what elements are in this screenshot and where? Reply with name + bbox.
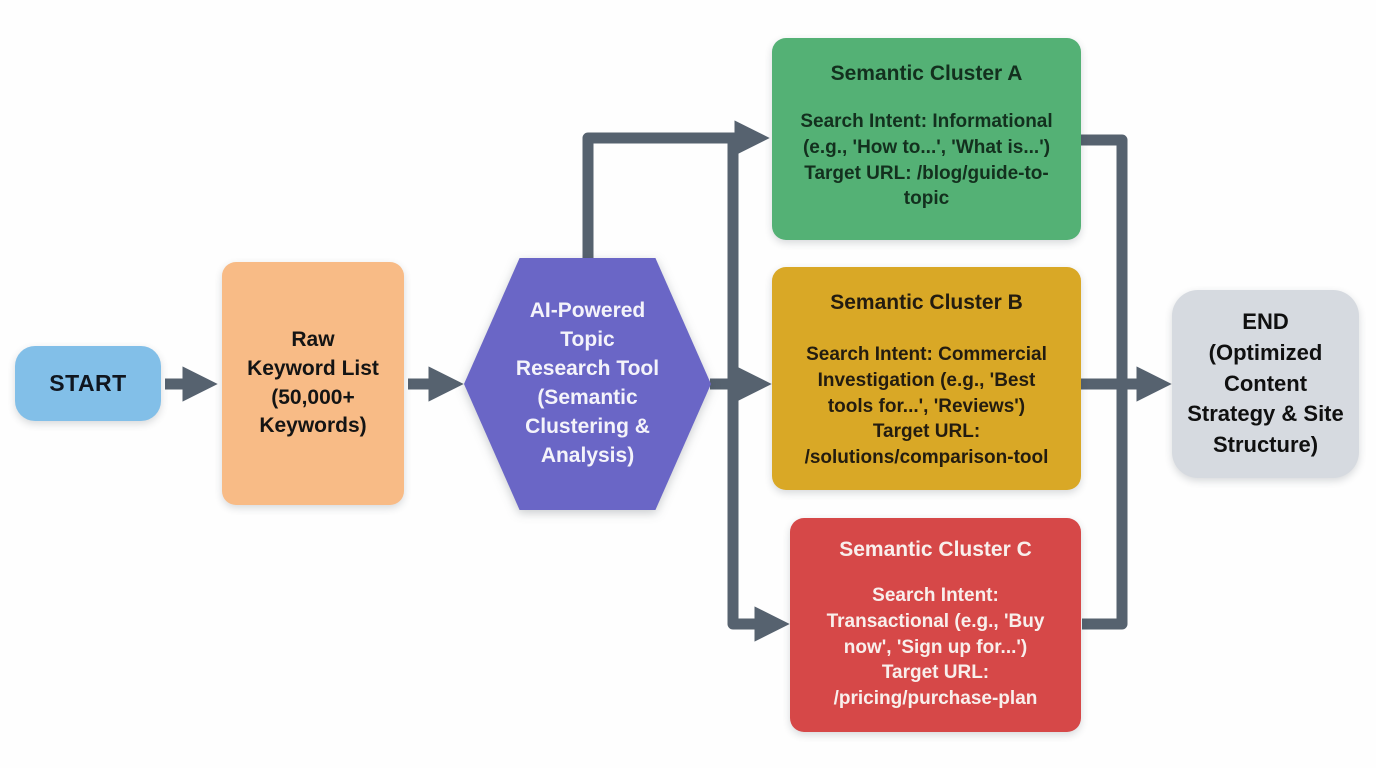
cluster-c-title: Semantic Cluster C xyxy=(839,538,1032,561)
cluster-a-title: Semantic Cluster A xyxy=(830,62,1023,85)
connector-tool-to-cluster-a xyxy=(582,120,770,264)
semantic-cluster-a-node: Semantic Cluster A Search Intent: Inform… xyxy=(772,38,1081,240)
cluster-b-title: Semantic Cluster B xyxy=(830,291,1023,314)
cluster-a-body: Search Intent: Informational (e.g., 'How… xyxy=(800,111,1053,210)
start-node: START xyxy=(15,346,161,421)
raw-keyword-list-node: Raw Keyword List (50,000+ Keywords) xyxy=(222,262,404,505)
research-tool-hexagon: AI-Powered Topic Research Tool (Semantic… xyxy=(464,258,711,510)
semantic-cluster-c-node: Semantic Cluster C Search Intent: Transa… xyxy=(790,518,1081,732)
semantic-cluster-b-node: Semantic Cluster B Search Intent: Commer… xyxy=(772,267,1081,490)
end-node: END (Optimized Content Strategy & Site S… xyxy=(1172,290,1359,478)
cluster-b-body: Search Intent: Commercial Investigation … xyxy=(804,344,1049,468)
connector-tool-to-cluster-c xyxy=(727,138,790,642)
research-tool-node: AI-Powered Topic Research Tool (Semantic… xyxy=(464,258,711,510)
cluster-c-body: Search Intent: Transactional (e.g., 'Buy… xyxy=(826,585,1045,709)
